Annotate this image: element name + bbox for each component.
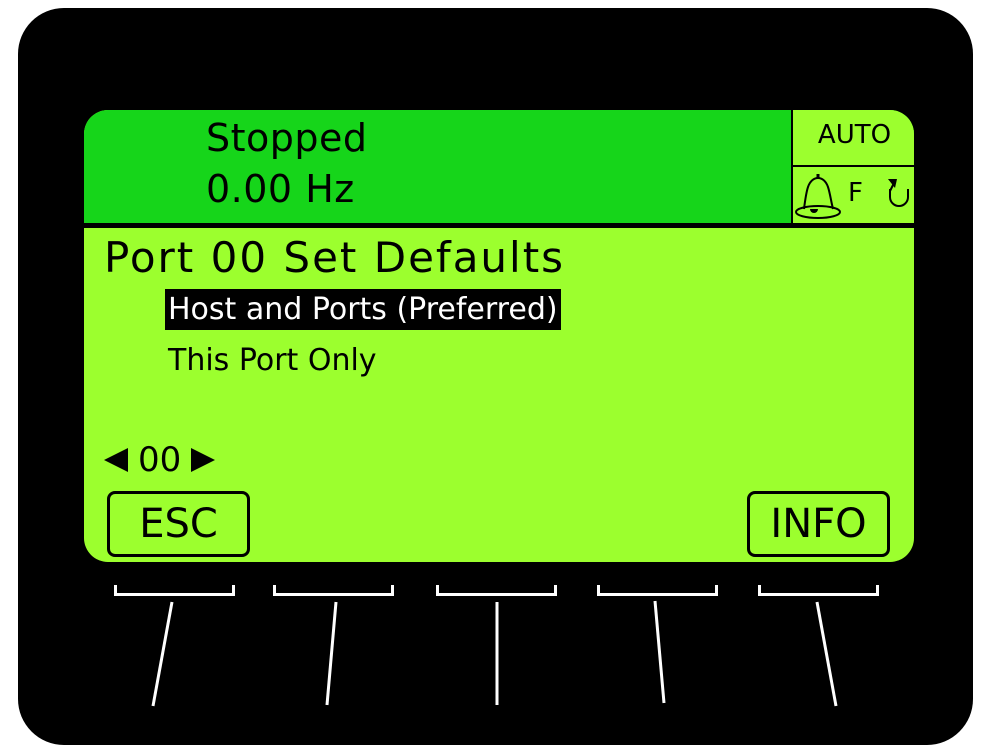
header-divider bbox=[84, 223, 914, 228]
lcd-screen: Stopped 0.00 Hz AUTO F Port 00 Set Defau… bbox=[84, 110, 914, 562]
status-icons: F bbox=[793, 167, 914, 223]
port-selector: 00 bbox=[104, 438, 216, 482]
menu-title: Port 00 Set Defaults bbox=[104, 233, 566, 282]
option-this-port-only[interactable]: This Port Only bbox=[168, 343, 377, 378]
fault-indicator: F bbox=[848, 178, 863, 208]
status-header: Stopped 0.00 Hz bbox=[84, 110, 914, 223]
softkey-5-bracket[interactable] bbox=[758, 585, 879, 596]
output-frequency: 0.00 Hz bbox=[206, 167, 355, 211]
mode-indicator-box: AUTO F bbox=[791, 110, 914, 223]
softkey-3-bracket[interactable] bbox=[436, 585, 557, 596]
leader-line-2 bbox=[325, 601, 338, 706]
esc-softkey[interactable]: ESC bbox=[107, 491, 250, 557]
softkey-2-bracket[interactable] bbox=[273, 585, 394, 596]
option-host-and-ports[interactable]: Host and Ports (Preferred) bbox=[165, 289, 561, 330]
info-softkey[interactable]: INFO bbox=[747, 491, 890, 557]
bell-alarm-icon bbox=[795, 174, 841, 219]
leader-line-5 bbox=[815, 601, 838, 707]
rotation-direction-icon bbox=[888, 179, 909, 207]
softkey-1-bracket[interactable] bbox=[114, 585, 235, 596]
drive-status: Stopped bbox=[206, 116, 368, 160]
triangle-right-icon[interactable] bbox=[191, 448, 216, 472]
mode-auto-label: AUTO bbox=[793, 110, 914, 167]
port-number: 00 bbox=[138, 440, 182, 480]
leader-line-1 bbox=[151, 601, 174, 707]
softkey-4-bracket[interactable] bbox=[597, 585, 718, 596]
leader-line-4 bbox=[653, 600, 666, 704]
triangle-left-icon[interactable] bbox=[104, 448, 128, 472]
